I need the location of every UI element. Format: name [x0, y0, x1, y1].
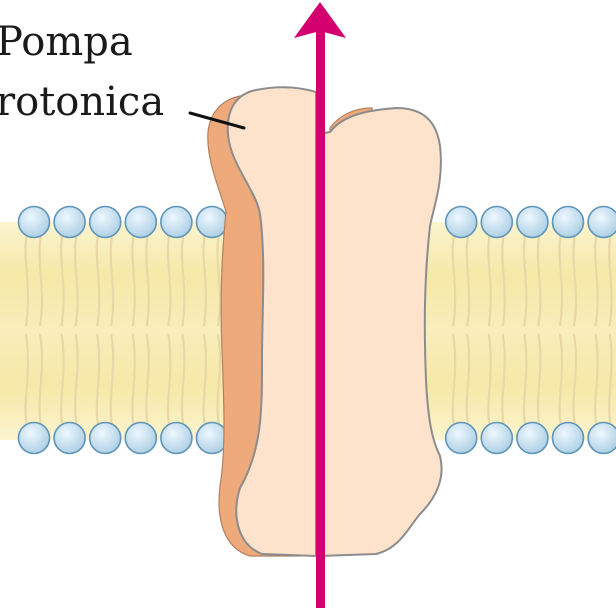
lipid-head — [446, 207, 477, 238]
lipid-head — [517, 423, 548, 454]
lipid-head — [19, 207, 50, 238]
lipid-head — [553, 207, 584, 238]
pump-label-line-1: Pompa — [0, 22, 133, 62]
lipid-head — [197, 207, 228, 238]
lipid-head — [90, 423, 121, 454]
lipid-head — [54, 207, 85, 238]
lipid-head — [54, 423, 85, 454]
lipid-head — [588, 207, 616, 238]
pump-label-line-2: rotonica — [0, 82, 164, 122]
lipid-head — [125, 207, 156, 238]
lipid-head — [481, 207, 512, 238]
lipid-head — [197, 423, 228, 454]
protein-right-half — [320, 108, 442, 556]
lipid-head — [125, 423, 156, 454]
lipid-head — [517, 207, 548, 238]
lipid-head — [90, 207, 121, 238]
lipid-head — [588, 423, 616, 454]
lipid-head — [161, 423, 192, 454]
lipid-head — [481, 423, 512, 454]
lipid-head — [553, 423, 584, 454]
lipid-head — [446, 423, 477, 454]
arrow-shaft — [316, 28, 325, 608]
lipid-head — [19, 423, 50, 454]
lipid-head — [161, 207, 192, 238]
